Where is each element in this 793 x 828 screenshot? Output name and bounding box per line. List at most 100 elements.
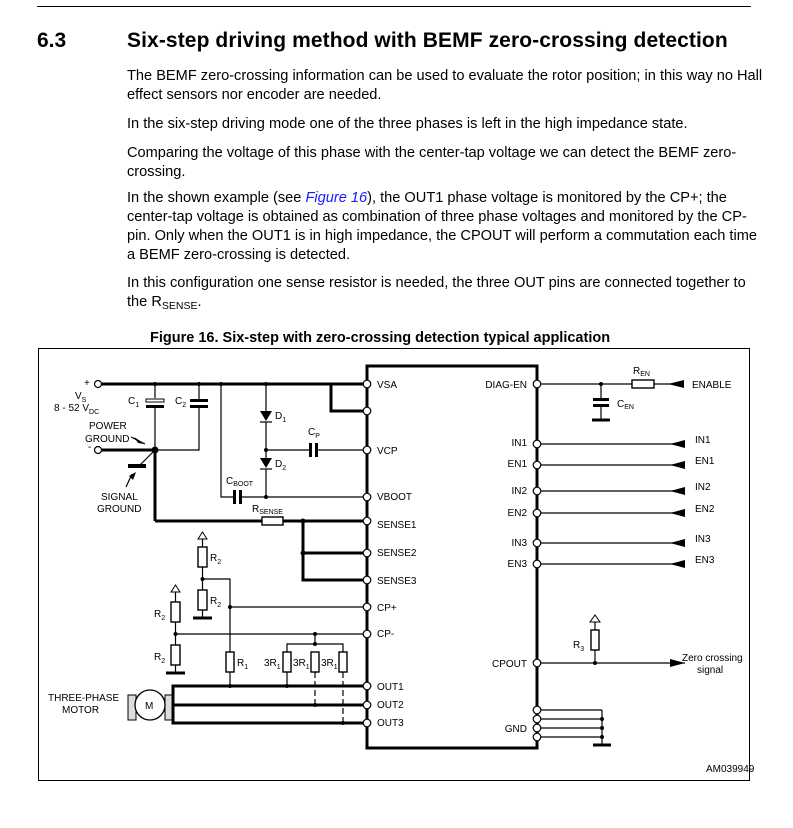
pin-out3: [362, 718, 372, 728]
motor-label-2: MOTOR: [62, 705, 99, 716]
pin-en1: [532, 460, 542, 470]
pin-out1: [362, 681, 372, 691]
d1-symbol: [260, 411, 272, 421]
pin-cp-minus: [362, 629, 372, 639]
vsa-link: [329, 384, 367, 413]
cen-label: CEN: [617, 399, 634, 411]
motor-symbol: [134, 689, 166, 721]
d2-symbol: [260, 458, 272, 468]
input-label: IN1: [695, 435, 711, 446]
input-label: EN1: [695, 456, 715, 467]
ic-pin-label: EN1: [508, 459, 528, 470]
pin-cpout: [532, 658, 542, 668]
figure-16-link[interactable]: Figure 16: [305, 190, 368, 206]
input-label: IN3: [695, 534, 711, 545]
ic-pin-label: SENSE2: [377, 548, 417, 559]
r2-top-b: [170, 601, 181, 623]
pin-sense1: [362, 516, 372, 526]
ic-pin-label: SENSE3: [377, 576, 417, 587]
pin-in2: [532, 486, 542, 496]
r2-label-b2: R2: [154, 652, 165, 665]
ic-pin-label: EN3: [508, 559, 528, 570]
pin-vboot: [362, 492, 372, 502]
cen-plate-1: [593, 398, 609, 401]
cp-label: CP: [308, 427, 320, 440]
enable-label: ENABLE: [692, 380, 732, 391]
power-ground-label-2: GROUND: [85, 434, 129, 445]
gnd-network: [532, 705, 611, 747]
r2-label-a1: R2: [210, 553, 221, 566]
ic-pin-label: OUT3: [377, 718, 404, 729]
pin-sense3: [362, 575, 372, 585]
paragraph-1: The BEMF zero-crossing information can b…: [127, 68, 763, 103]
paragraph-3: Comparing the voltage of this phase with…: [127, 145, 737, 180]
pin-vsa: [362, 379, 372, 389]
r1x3-resistor-1: [282, 651, 292, 673]
ic-pin-label: VBOOT: [377, 492, 412, 503]
pin-in3: [532, 538, 542, 548]
cboot-plate-1: [233, 490, 236, 504]
signal-ground-label-1: SIGNAL: [101, 492, 138, 503]
ic-pin-label: CP+: [377, 603, 397, 614]
d2-label: D2: [275, 459, 286, 472]
signal-ground-label-2: GROUND: [97, 504, 141, 515]
signal-ground-link: [139, 449, 156, 466]
header-rule: [37, 6, 751, 7]
pin-sense2: [362, 548, 372, 558]
ic-pin-label: VCP: [377, 446, 398, 457]
ren-resistor: [631, 379, 655, 389]
r2-bottom-b: [170, 644, 181, 666]
ic-pin-label: OUT2: [377, 700, 404, 711]
ic-pin-label: CPOUT: [492, 659, 527, 670]
section-title: Six-step driving method with BEMF zero-c…: [127, 29, 728, 52]
vref-arrow-3: [589, 614, 601, 623]
pin-vcp: [362, 445, 372, 455]
cp-plate-1: [309, 443, 312, 457]
r1-resistor: [225, 651, 235, 673]
vref-arrow-1: [197, 531, 208, 540]
pin-gnd-1: [532, 705, 542, 715]
vref-arrow-2: [170, 584, 181, 593]
input-label: EN2: [695, 504, 715, 515]
motor-m-label: M: [145, 701, 153, 712]
section-number: 6.3: [37, 29, 67, 52]
r1x3-resistor-3: [338, 651, 348, 673]
ic-pin-label: IN2: [511, 486, 527, 497]
out1-wire: [171, 684, 367, 705]
supply-plus-terminal: [93, 379, 103, 389]
ic-pin-label: SENSE1: [377, 520, 417, 531]
r2-top-a: [197, 546, 208, 568]
r1x3-resistor-2: [310, 651, 320, 673]
c1-plate-top: [145, 398, 165, 403]
pin-en3: [532, 559, 542, 569]
p4-text-before: In the shown example (see: [127, 190, 306, 206]
c2-label: C2: [175, 396, 186, 409]
input-label: IN2: [695, 482, 711, 493]
zero-crossing-label-1: Zero crossing: [682, 653, 743, 664]
r3-label: R3: [573, 640, 584, 653]
pin-cp-plus: [362, 602, 372, 612]
r1x3-label-3: 3R1: [321, 658, 338, 671]
ic-pin-label: GND: [505, 724, 527, 735]
ic-pin-label: OUT1: [377, 682, 404, 693]
pin-out2: [362, 700, 372, 710]
pin-vsa2: [362, 406, 372, 416]
motor-label-1: THREE-PHASE: [48, 693, 119, 704]
vs-label: VS: [75, 391, 87, 404]
pin-gnd-3: [532, 723, 542, 733]
power-ground-label-1: POWER: [89, 421, 127, 432]
r1x3-label-2: 3R1: [293, 658, 310, 671]
r3-resistor: [590, 629, 600, 651]
zero-crossing-arrow: [670, 659, 685, 667]
vs-range-label: 8 - 52 VDC: [54, 403, 99, 416]
r2-label-a2: R2: [210, 596, 221, 609]
ren-label: REN: [633, 366, 650, 378]
ic-pin-label: VSA: [377, 380, 397, 391]
figure-frame: [38, 348, 750, 781]
pin-in1: [532, 439, 542, 449]
r1-label: R1: [237, 658, 248, 671]
paragraph-5: In this configuration one sense resistor…: [127, 274, 767, 316]
cboot-label: CBOOT: [226, 476, 254, 488]
figure-caption: Figure 16. Six-step with zero-crossing d…: [150, 330, 611, 346]
